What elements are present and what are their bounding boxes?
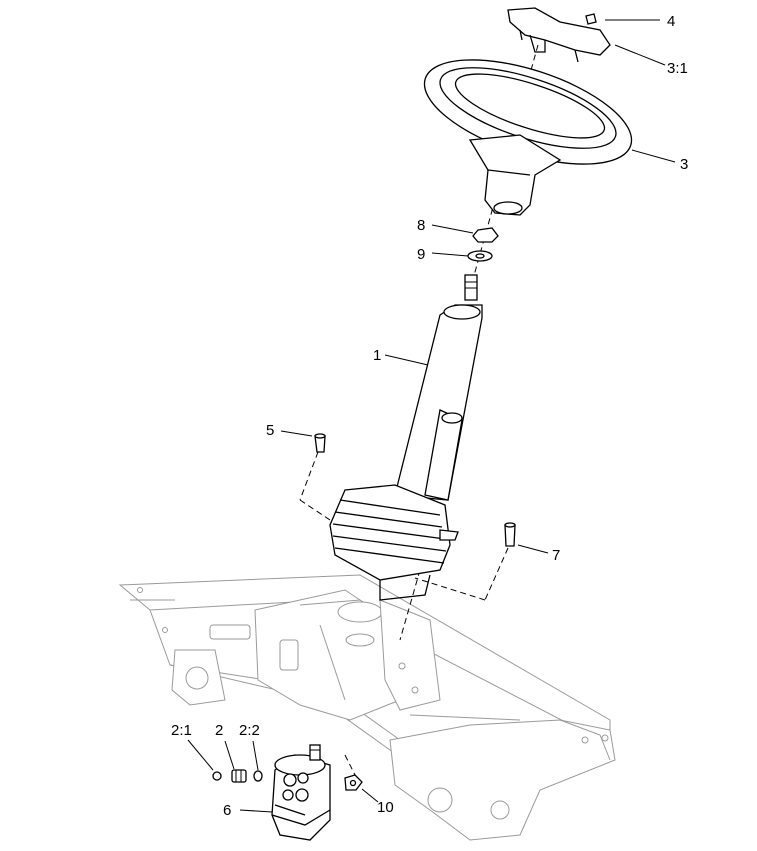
callout-8: 8 bbox=[417, 217, 425, 234]
callout-2-1: 2:1 bbox=[171, 722, 192, 739]
nut-10 bbox=[344, 774, 363, 791]
o-ring-2-2 bbox=[253, 770, 263, 782]
nut-8 bbox=[472, 227, 499, 243]
callout-7: 7 bbox=[552, 547, 560, 564]
chassis-frame bbox=[118, 574, 616, 841]
bolt-5 bbox=[314, 433, 326, 453]
callout-3-1: 3:1 bbox=[667, 60, 688, 77]
steering-wheel-cap bbox=[507, 7, 611, 63]
leader-lines bbox=[187, 19, 676, 813]
callout-4: 4 bbox=[667, 13, 675, 30]
callout-2-2: 2:2 bbox=[239, 722, 260, 739]
steering-wheel bbox=[423, 59, 633, 216]
steering-column bbox=[329, 274, 483, 601]
fitting-2 bbox=[231, 769, 247, 783]
callout-9: 9 bbox=[417, 246, 425, 263]
callout-6: 6 bbox=[223, 802, 231, 819]
callout-10: 10 bbox=[377, 799, 394, 816]
callout-3: 3 bbox=[680, 156, 688, 173]
callout-1: 1 bbox=[373, 347, 381, 364]
washer-9 bbox=[467, 250, 493, 262]
bolt-7 bbox=[504, 522, 516, 547]
o-ring-2-1 bbox=[212, 771, 222, 781]
callout-2: 2 bbox=[215, 722, 223, 739]
steering-valve bbox=[271, 744, 331, 841]
callout-5: 5 bbox=[266, 422, 274, 439]
cap-screw-4 bbox=[585, 13, 597, 25]
callout-labels: 4 3:1 3 8 9 1 5 7 2:1 2 2:2 6 10 bbox=[171, 13, 688, 819]
